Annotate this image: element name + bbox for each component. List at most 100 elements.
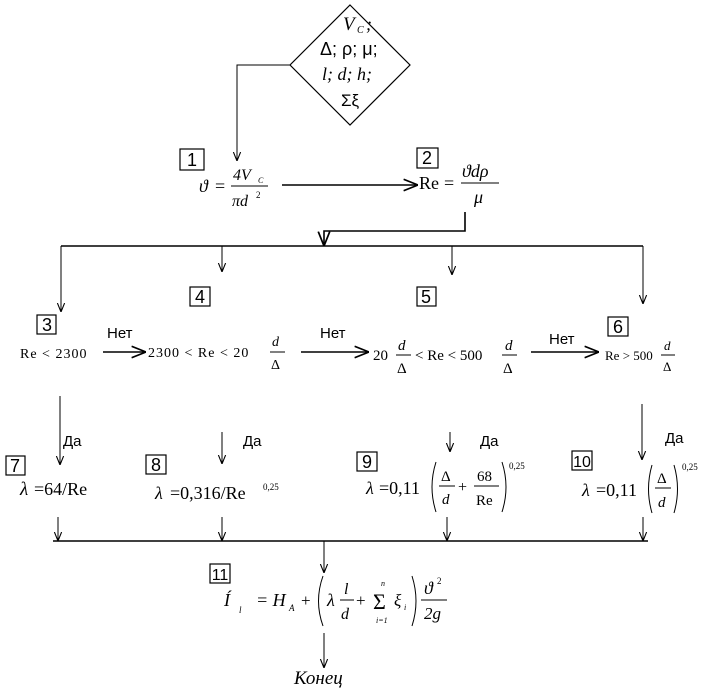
f9-den1: d xyxy=(442,492,450,508)
block-5-number: 5 xyxy=(421,287,431,307)
no-label-3: Нет xyxy=(549,331,575,348)
f9-num2: 68 xyxy=(477,469,492,485)
velocity-num: 4V xyxy=(233,167,253,184)
input-line2: Δ; ρ; μ; xyxy=(320,39,378,59)
condition-6-num: d xyxy=(664,338,671,353)
f7-rhs: =64/Re xyxy=(34,479,87,499)
f10-num: Δ xyxy=(657,471,667,487)
f11-plus: + xyxy=(301,591,311,610)
velocity-num-sub: C xyxy=(258,176,264,185)
f11-eq-sub: A xyxy=(288,603,295,613)
f9-paren-right xyxy=(501,461,507,513)
f8-sup: 0,25 xyxy=(263,482,279,492)
velocity-den: πd xyxy=(232,193,249,210)
f10-den: d xyxy=(658,495,666,511)
f11-den-d: d xyxy=(341,606,350,623)
condition-5: 20 d Δ < Re < 500 d Δ xyxy=(373,338,517,377)
f11-plus2: + xyxy=(356,591,366,610)
block-9-number: 9 xyxy=(362,452,372,472)
block-2-number: 2 xyxy=(422,148,432,168)
f9-formula: λ =0,11 Δ d + 68 Re 0,25 xyxy=(365,461,525,513)
condition-5-left: 20 xyxy=(373,348,388,364)
f9-rhs: =0,11 xyxy=(379,478,420,498)
reynolds-formula: Re = ϑdρ μ xyxy=(419,161,499,207)
f11-num-v: ϑ xyxy=(424,578,434,598)
block-3-number: 3 xyxy=(42,315,52,335)
f11-paren-right xyxy=(411,575,417,627)
condition-5-den2: Δ xyxy=(503,361,513,377)
reynolds-den: μ xyxy=(473,187,483,207)
velocity-formula: ϑ = 4V C πd 2 xyxy=(199,167,268,210)
yes-label-4: Да xyxy=(665,430,684,447)
block-4-box xyxy=(189,286,211,307)
input-line4: Σξ xyxy=(341,91,360,110)
f10-lhs: λ xyxy=(581,480,590,500)
f10-paren-left xyxy=(648,464,653,514)
block-11-number: 11 xyxy=(212,567,229,584)
block-7-number: 7 xyxy=(10,456,20,476)
f9-lhs: λ xyxy=(365,478,374,498)
f11-xi: ξ xyxy=(394,591,402,610)
block-3-box xyxy=(36,314,57,335)
f9-den2: Re xyxy=(476,493,493,509)
input-diamond xyxy=(289,4,411,126)
reynolds-eq: = xyxy=(444,173,454,193)
block-2-box xyxy=(416,147,439,169)
condition-6-left: Re > 500 xyxy=(605,348,653,363)
block-11-box xyxy=(209,563,231,584)
input-block: V C ; Δ; ρ; μ; l; d; h; Σξ xyxy=(289,4,411,126)
condition-4-num: d xyxy=(272,335,280,350)
input-line1-sub: C xyxy=(357,25,364,36)
block-5-box xyxy=(416,286,437,307)
f9-sup: 0,25 xyxy=(509,461,525,471)
f8-lhs: λ xyxy=(154,483,163,503)
f10-formula: λ =0,11 Δ d 0,25 xyxy=(581,462,698,514)
condition-5-den1: Δ xyxy=(397,361,407,377)
f8-rhs: =0,316/Re xyxy=(170,483,246,503)
condition-6-den: Δ xyxy=(663,359,671,374)
f11-xi-sub: i xyxy=(404,603,406,612)
block-10-number: 10 xyxy=(573,454,591,471)
f9-paren-left xyxy=(431,461,437,513)
f7-lhs: λ xyxy=(19,479,28,500)
end-label: Конец xyxy=(293,668,343,689)
reynolds-num: ϑdρ xyxy=(462,161,489,181)
block-1-box xyxy=(179,148,205,171)
condition-3: Re < 2300 xyxy=(20,347,87,362)
f11-paren-left xyxy=(318,575,324,627)
f11-sum: Σ xyxy=(373,589,386,614)
f11-num-l: l xyxy=(344,581,349,598)
arrow-2-to-bus xyxy=(324,212,466,246)
f11-num-v-sup: 2 xyxy=(437,576,442,586)
f9-plus: + xyxy=(458,479,467,496)
block-1-number: 1 xyxy=(187,150,197,170)
block-7-box xyxy=(5,455,26,476)
block-6-box xyxy=(607,316,629,337)
f11-lambda: λ xyxy=(326,590,335,610)
reynolds-lhs: Re xyxy=(419,173,439,193)
block-9-box xyxy=(356,451,378,472)
block-10-box xyxy=(571,450,593,471)
f11-sum-bot: i=1 xyxy=(376,616,388,625)
no-label-2: Нет xyxy=(320,325,346,342)
f11-eq: = H xyxy=(256,590,287,610)
f10-paren-right xyxy=(673,464,678,514)
condition-5-num2: d xyxy=(505,338,513,354)
condition-4: 2300 < Re < 20 d Δ xyxy=(148,335,285,373)
block-8-box xyxy=(145,454,167,475)
condition-4-den: Δ xyxy=(271,358,280,373)
no-label-1: Нет xyxy=(107,325,133,342)
yes-label-1: Да xyxy=(63,433,82,450)
velocity-eq: = xyxy=(215,176,225,196)
condition-6: Re > 500 d Δ xyxy=(605,338,675,374)
condition-4-left: 2300 < Re < 20 xyxy=(148,346,249,361)
condition-5-mid: < Re < 500 xyxy=(415,348,482,364)
f11-lhs: Í xyxy=(223,589,232,610)
velocity-den-sup: 2 xyxy=(256,190,261,200)
arrow-input-to-1 xyxy=(237,64,290,161)
input-line3: l; d; h; xyxy=(322,64,372,84)
input-line1: V xyxy=(343,14,357,35)
f9-num1: Δ xyxy=(441,469,451,485)
f10-rhs: =0,11 xyxy=(596,480,637,500)
